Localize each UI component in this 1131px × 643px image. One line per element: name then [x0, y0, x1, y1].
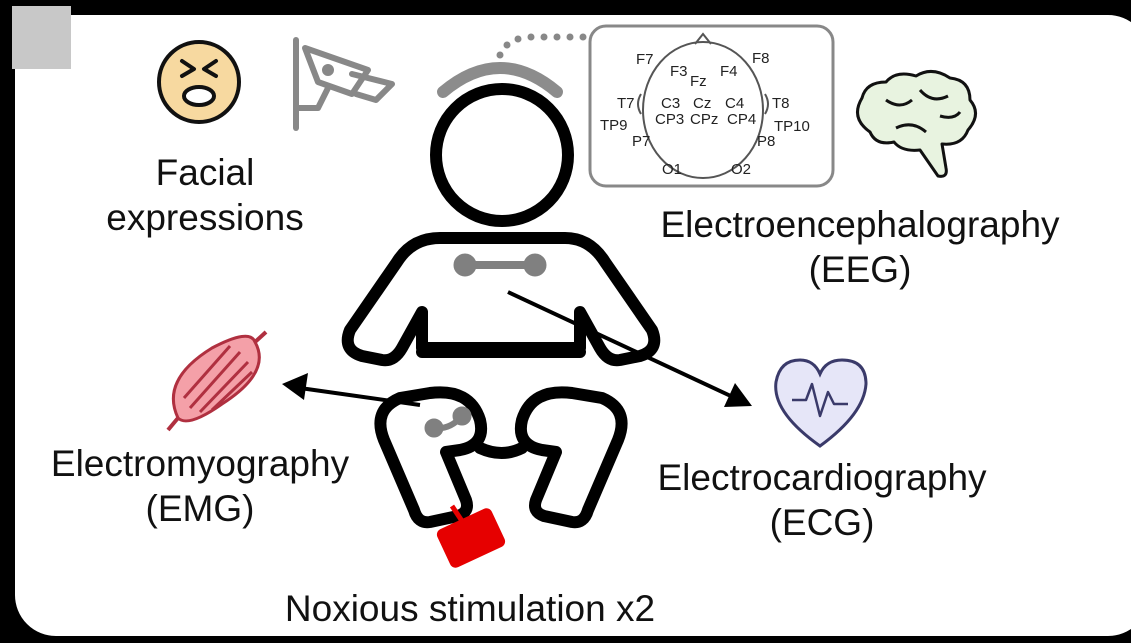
ecg-arrow — [507, 290, 752, 407]
electrode-o1: O1 — [662, 161, 682, 178]
brain-icon — [856, 70, 977, 178]
facial-label-line2: expressions — [106, 197, 304, 238]
cap-connector-dots — [496, 33, 587, 59]
electrode-tp9: TP9 — [600, 117, 628, 134]
emg-electrodes — [424, 406, 472, 438]
ecg-electrodes — [453, 253, 547, 277]
electrode-fz: Fz — [690, 73, 707, 90]
electrode-f8: F8 — [752, 50, 770, 67]
stimulator-icon — [436, 504, 506, 568]
electrode-c4: C4 — [725, 95, 744, 112]
electrode-t7: T7 — [617, 95, 635, 112]
electrode-cz: Cz — [693, 95, 711, 112]
emg-label-line2: (EMG) — [145, 488, 255, 529]
electrode-p8: P8 — [757, 133, 775, 150]
stimulation-label: Noxious stimulation x2 — [240, 586, 700, 631]
eeg-label-line2: (EEG) — [808, 249, 912, 290]
heart-ecg-icon — [774, 358, 868, 448]
ecg-label-line1: Electrocardiography — [657, 457, 987, 498]
electrode-c3: C3 — [661, 95, 680, 112]
muscle-icon — [166, 330, 268, 432]
ecg-label-line2: (ECG) — [769, 502, 875, 543]
electrode-f7: F7 — [636, 51, 654, 68]
electrode-p7: P7 — [632, 133, 650, 150]
eeg-montage-panel: F7 F8 F3 Fz F4 T7 C3 Cz C4 T8 TP9 CP3 CP… — [588, 24, 835, 188]
camera-icon — [293, 37, 395, 131]
emg-label: Electromyography (EMG) — [20, 441, 380, 531]
electrode-f4: F4 — [720, 63, 738, 80]
eeg-label: Electroencephalography (EEG) — [620, 202, 1100, 292]
electrode-o2: O2 — [731, 161, 751, 178]
electrode-f3: F3 — [670, 63, 688, 80]
emg-arrow — [282, 373, 421, 407]
electrode-tp10: TP10 — [774, 118, 810, 135]
facial-expressions-label: Facial expressions — [80, 150, 330, 240]
electrode-cpz: CPz — [690, 111, 718, 128]
stimulation-label-text: Noxious stimulation x2 — [284, 588, 656, 629]
electrode-cp3: CP3 — [655, 111, 684, 128]
crying-face-icon — [157, 40, 241, 124]
corner-marker — [12, 6, 71, 69]
ecg-label: Electrocardiography (ECG) — [622, 455, 1022, 545]
eeg-cap-icon — [437, 62, 563, 98]
facial-label-line1: Facial — [155, 152, 255, 193]
emg-label-line1: Electromyography — [50, 443, 350, 484]
electrode-cp4: CP4 — [727, 111, 756, 128]
eeg-label-line1: Electroencephalography — [660, 204, 1060, 245]
electrode-t8: T8 — [772, 95, 790, 112]
